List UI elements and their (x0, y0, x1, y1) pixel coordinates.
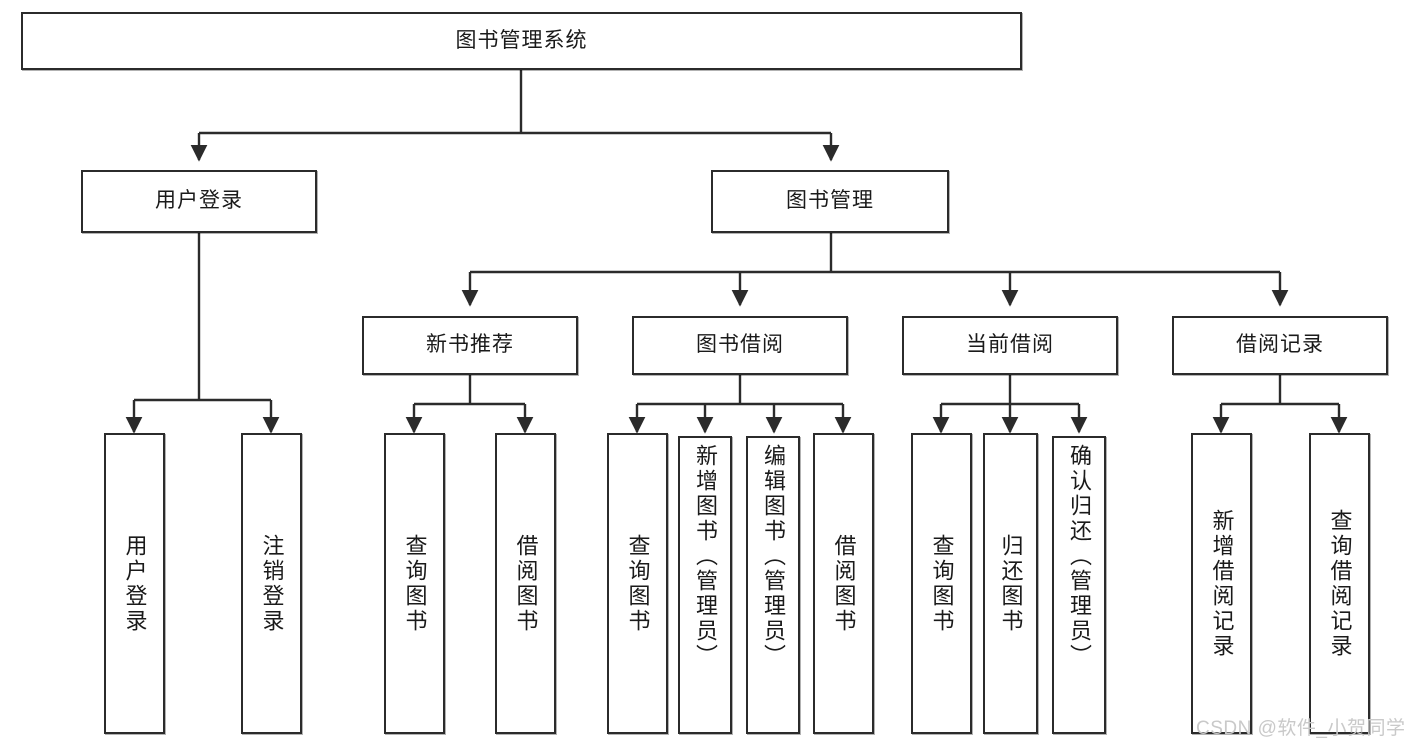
node-new-book-recommendation[interactable]: 新书推荐 (362, 316, 578, 375)
leaf-user-login[interactable]: 用户登录 (104, 433, 165, 734)
node-label: 查询图书 (929, 533, 955, 634)
node-book-manage[interactable]: 图书管理 (711, 170, 949, 233)
node-label: 注销登录 (259, 533, 285, 634)
node-label: 借阅图书 (513, 533, 539, 634)
node-label: 查询图书 (402, 533, 428, 634)
leaf-add-book-admin[interactable]: 新增图书（管理员） (678, 436, 732, 734)
leaf-return-book[interactable]: 归还图书 (983, 433, 1038, 734)
node-label: 新书推荐 (426, 333, 514, 357)
leaf-borrow-book-recommendation[interactable]: 借阅图书 (495, 433, 556, 734)
node-label: 确认归还（管理员） (1067, 444, 1092, 669)
node-book-borrow[interactable]: 图书借阅 (632, 316, 848, 375)
node-label: 图书管理 (786, 189, 874, 213)
node-label: 查询图书 (625, 533, 651, 634)
node-user-login[interactable]: 用户登录 (81, 170, 317, 233)
node-label: 图书借阅 (696, 333, 784, 357)
node-label: 借阅图书 (831, 533, 857, 634)
node-label: 图书管理系统 (455, 28, 588, 52)
leaf-query-book-borrow[interactable]: 查询图书 (607, 433, 668, 734)
node-label: 归还图书 (998, 533, 1024, 634)
leaf-query-book-recommendation[interactable]: 查询图书 (384, 433, 445, 734)
node-label: 编辑图书（管理员） (761, 444, 786, 669)
leaf-logout-login[interactable]: 注销登录 (241, 433, 302, 734)
node-label: 新增图书（管理员） (693, 444, 718, 669)
leaf-confirm-return-admin[interactable]: 确认归还（管理员） (1052, 436, 1106, 734)
node-current-borrow[interactable]: 当前借阅 (902, 316, 1118, 375)
node-label: 用户登录 (122, 533, 148, 634)
node-label: 查询借阅记录 (1327, 508, 1353, 659)
csdn-watermark: CSDN @软件_小贺同学 (1196, 718, 1405, 739)
node-label: 用户登录 (155, 189, 243, 213)
node-label: 新增借阅记录 (1209, 508, 1235, 659)
node-borrow-record[interactable]: 借阅记录 (1172, 316, 1388, 375)
leaf-query-borrow-record[interactable]: 查询借阅记录 (1309, 433, 1370, 734)
node-label: 借阅记录 (1236, 333, 1324, 357)
node-root-system[interactable]: 图书管理系统 (21, 12, 1022, 70)
node-label: 当前借阅 (966, 333, 1054, 357)
leaf-query-book-current[interactable]: 查询图书 (911, 433, 972, 734)
leaf-edit-book-admin[interactable]: 编辑图书（管理员） (746, 436, 800, 734)
leaf-add-borrow-record[interactable]: 新增借阅记录 (1191, 433, 1252, 734)
leaf-borrow-book-borrow[interactable]: 借阅图书 (813, 433, 874, 734)
